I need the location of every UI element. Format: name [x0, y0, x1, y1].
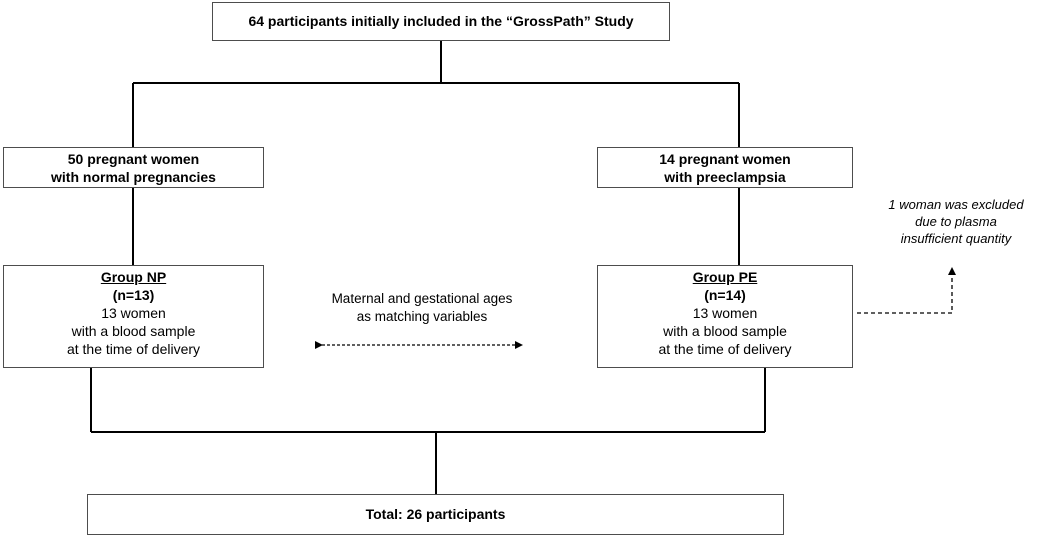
group-np-count: (n=13) [112, 287, 155, 303]
exclusion-line3: insufficient quantity [900, 231, 1012, 246]
exclusion-note: 1 woman was excluded due to plasma insuf… [860, 196, 1052, 247]
group-np-box: Group NP (n=13) 13 women with a blood sa… [3, 265, 264, 368]
initial-participants-text: 64 participants initially included in th… [248, 13, 634, 29]
total-participants-box: Total: 26 participants [87, 494, 784, 535]
initial-participants-box: 64 participants initially included in th… [212, 2, 670, 41]
normal-pregnancy-line1: 50 pregnant women [67, 151, 200, 167]
group-np-line3: at the time of delivery [66, 341, 201, 357]
normal-pregnancy-line2: with normal pregnancies [51, 169, 216, 185]
group-pe-line3: at the time of delivery [658, 341, 792, 357]
matching-variables-note: Maternal and gestational ages as matchin… [322, 290, 522, 326]
group-pe-title: Group PE [692, 269, 758, 285]
group-np-line1: 13 women [101, 305, 166, 321]
group-np-line2: with a blood sample [71, 323, 196, 339]
group-pe-count: (n=14) [704, 287, 746, 303]
group-pe-box: Group PE (n=14) 13 women with a blood sa… [597, 265, 853, 368]
preeclampsia-box: 14 pregnant women with preeclampsia [597, 147, 853, 188]
group-pe-line2: with a blood sample [663, 323, 787, 339]
group-np-title: Group NP [100, 269, 167, 285]
exclusion-arrow [857, 267, 956, 314]
group-pe-line1: 13 women [692, 305, 758, 321]
exclusion-line1: 1 woman was excluded [888, 197, 1024, 212]
exclusion-line2: due to plasma [915, 214, 997, 229]
preeclampsia-line1: 14 pregnant women [659, 151, 791, 167]
total-participants-text: Total: 26 participants [365, 506, 506, 522]
normal-pregnancy-box: 50 pregnant women with normal pregnancie… [3, 147, 264, 188]
matching-line2: as matching variables [356, 309, 488, 324]
matching-line1: Maternal and gestational ages [331, 291, 513, 306]
preeclampsia-line2: with preeclampsia [664, 169, 786, 185]
